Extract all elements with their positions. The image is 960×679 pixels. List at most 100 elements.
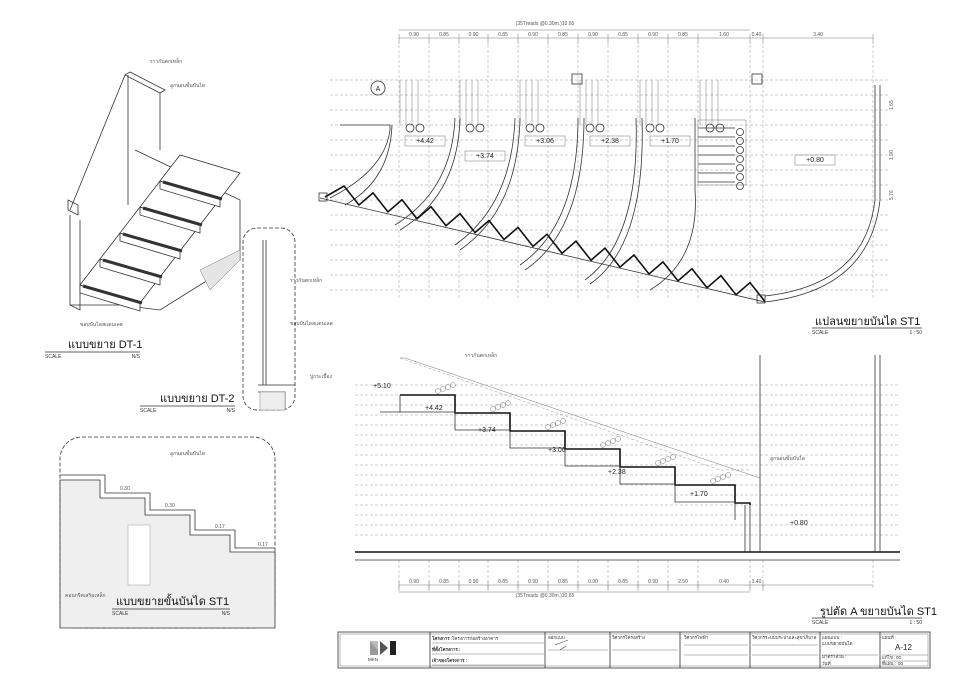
date-label: วันที่: [822, 660, 831, 666]
st1-title: แบบขยายขั้นบันได ST1: [116, 593, 229, 608]
sheet-name: แบบขยายบันได: [822, 641, 853, 646]
section-dim-label: 0.85: [498, 579, 508, 585]
plan-dim-label: 1.60: [719, 32, 729, 38]
plan-level-label: +3.06: [536, 138, 554, 145]
section-marker: A: [376, 86, 381, 93]
signature: [554, 639, 569, 651]
dt1-note: ราวกันตกเหล็ก: [150, 57, 182, 65]
plan-overall-dim: (35Treads @0.30m.)10.65: [516, 21, 575, 27]
plan-dim-label: 0.40: [752, 32, 762, 38]
sheet-no: A-12: [895, 643, 912, 652]
detail-dt1: ราวกันตกเหล็ก ลูกนอนขั้นบันได ขอบบันไดสแ…: [45, 57, 241, 360]
section-level-label: +5.10: [373, 383, 391, 390]
section-dim-label: 0.90: [469, 579, 479, 585]
section-dim-label: 0.40: [719, 579, 729, 585]
plan-title: แปลนขยายบันได ST1: [815, 315, 920, 328]
section-dim-label: 0.90: [648, 579, 658, 585]
plan-scale: 1 : 50: [909, 330, 922, 336]
st1-note: คอนกรีตเสริมเหล็ก: [65, 591, 106, 599]
st1-dim-label: 0.17: [215, 524, 225, 530]
plan-side-dim: 1.90: [889, 150, 895, 160]
st1-scale-label: SCALE: [112, 611, 129, 617]
section-note: ลูกนอนขั้นบันได: [770, 453, 805, 462]
st1-dim-label: 0.30: [165, 503, 175, 509]
dt1-note: ลูกนอนขั้นบันได: [170, 80, 205, 89]
dt1-note: ขอบบันไดสแตนเลส: [80, 321, 123, 328]
st1-scale: N/S: [222, 611, 231, 617]
section-dim-label: 0.85: [558, 579, 568, 585]
section-dim-label: 0.85: [439, 579, 449, 585]
section-note: ราวกันตกเหล็ก: [465, 351, 497, 359]
sheet-name-label: แผนแบบ :: [822, 635, 842, 640]
section-dim-label: 2.50: [678, 579, 688, 585]
section-dim-label: 0.90: [409, 579, 419, 585]
plan-level-label: +1.70: [661, 138, 679, 145]
st1-dim-label: 0.30: [120, 486, 130, 492]
plan-side-dim: 5.76: [889, 190, 895, 200]
dt2-note: ขอบบันไดสแตนเลส: [290, 320, 333, 327]
section-level-label: +3.06: [548, 447, 566, 454]
dt2-note: ปูกระเบื้อง: [310, 371, 332, 380]
section-level-label: +4.42: [425, 405, 443, 412]
st1-dim-label: 0.17: [258, 542, 268, 548]
rev-value: 00: [896, 655, 902, 660]
section-dim-label: 0.90: [528, 579, 538, 585]
owner-label: เจ้าของโครงการ :: [432, 657, 468, 663]
st1-note: ลูกนอนขั้นบันได: [170, 448, 205, 457]
plan-dim-label: 0.90: [528, 32, 538, 38]
plan-dim-label: 0.90: [588, 32, 598, 38]
stair-section: +5.10 +4.42 +3.74 +3.06 +2.38 +1.70 +0.80 ราวก…: [355, 351, 937, 626]
section-dim-label: 3.40: [752, 579, 762, 585]
logo-text: MKN: [368, 657, 378, 662]
approve-label: วิศวกรระบบประปาและสุขาภิบาล: [752, 635, 817, 641]
plan-dim-label: 0.90: [469, 32, 479, 38]
dt1-title: แบบขยาย DT-1: [68, 339, 143, 351]
plan-dim-label: 0.85: [558, 32, 568, 38]
plan-dim-label: 0.85: [678, 32, 688, 38]
section-level-label: +3.74: [478, 427, 496, 434]
plan-level-label: +3.74: [476, 153, 494, 160]
section-level-label: +2.38: [608, 469, 626, 476]
company-logo: [370, 641, 396, 655]
plan-dim-label: 3.40: [813, 32, 823, 38]
section-level-label: +0.80: [790, 520, 808, 527]
section-dim-label: 0.85: [618, 579, 628, 585]
dt2-note: ราวกันตกเหล็ก: [290, 276, 322, 284]
stair-plan: (35Treads @0.30m.)10.65 0.90 0.85 0.90 0.85…: [318, 21, 922, 336]
section-title: รูปตัด A ขยายบันได ST1: [820, 605, 937, 618]
plan-level-label: +0.80: [806, 157, 824, 164]
location-label: ที่ตั้งโครงการ :: [432, 645, 461, 652]
section-scale-label: SCALE: [812, 620, 829, 626]
plan-dim-label: 0.90: [648, 32, 658, 38]
section-dim-label: 0.90: [588, 579, 598, 585]
dt1-scale-label: SCALE: [45, 354, 62, 360]
plan-dim-label: 0.90: [409, 32, 419, 38]
page-label: ที่แผ่น :: [882, 660, 896, 666]
section-level-label: +1.70: [690, 491, 708, 498]
plan-scale-label: SCALE: [812, 330, 829, 336]
dt2-scale: N/S: [227, 408, 236, 414]
plan-level-label: +2.38: [601, 138, 619, 145]
tb-scale-label: มาตราส่วน :: [822, 654, 846, 659]
plan-side-dim: 1.65: [889, 100, 895, 110]
checker-label: วิศวกรโครงสร้าง: [612, 634, 645, 640]
section-overall-dim: (35Treads @0.30m.)10.65: [516, 593, 575, 599]
section-scale: 1 : 50: [909, 620, 922, 626]
plan-level-label: +4.42: [416, 138, 434, 145]
project-label: โครงการ :: [431, 635, 453, 641]
sheet-no-label: แผ่นที่ :: [882, 634, 896, 640]
title-block: MKN โครงการ : โครงการก่อสร้างอาคาร ที่ตั…: [337, 631, 931, 669]
dt1-scale: N/S: [132, 354, 141, 360]
plan-dim-label: 0.85: [618, 32, 628, 38]
detail-dt2: ราวกันตกเหล็ก ขอบบันไดสแตนเลส ปูกระเบื้อ…: [140, 227, 333, 414]
rev-label: แก้ไข :: [882, 655, 895, 660]
designer-label: ออกแบบ: [548, 635, 565, 640]
dt2-scale-label: SCALE: [140, 408, 157, 414]
page-value: 00: [898, 661, 904, 666]
project-value: โครงการก่อสร้างอาคาร: [452, 635, 499, 641]
dt2-title: แบบขยาย DT-2: [160, 393, 235, 405]
plan-dim-label: 0.85: [439, 32, 449, 38]
detail-st1: 0.30 0.30 0.17 0.17 ลูกนอนขั้นบันได คอนกรีต…: [59, 436, 276, 629]
architect-label: วิศวกรไฟฟ้า: [684, 635, 709, 640]
